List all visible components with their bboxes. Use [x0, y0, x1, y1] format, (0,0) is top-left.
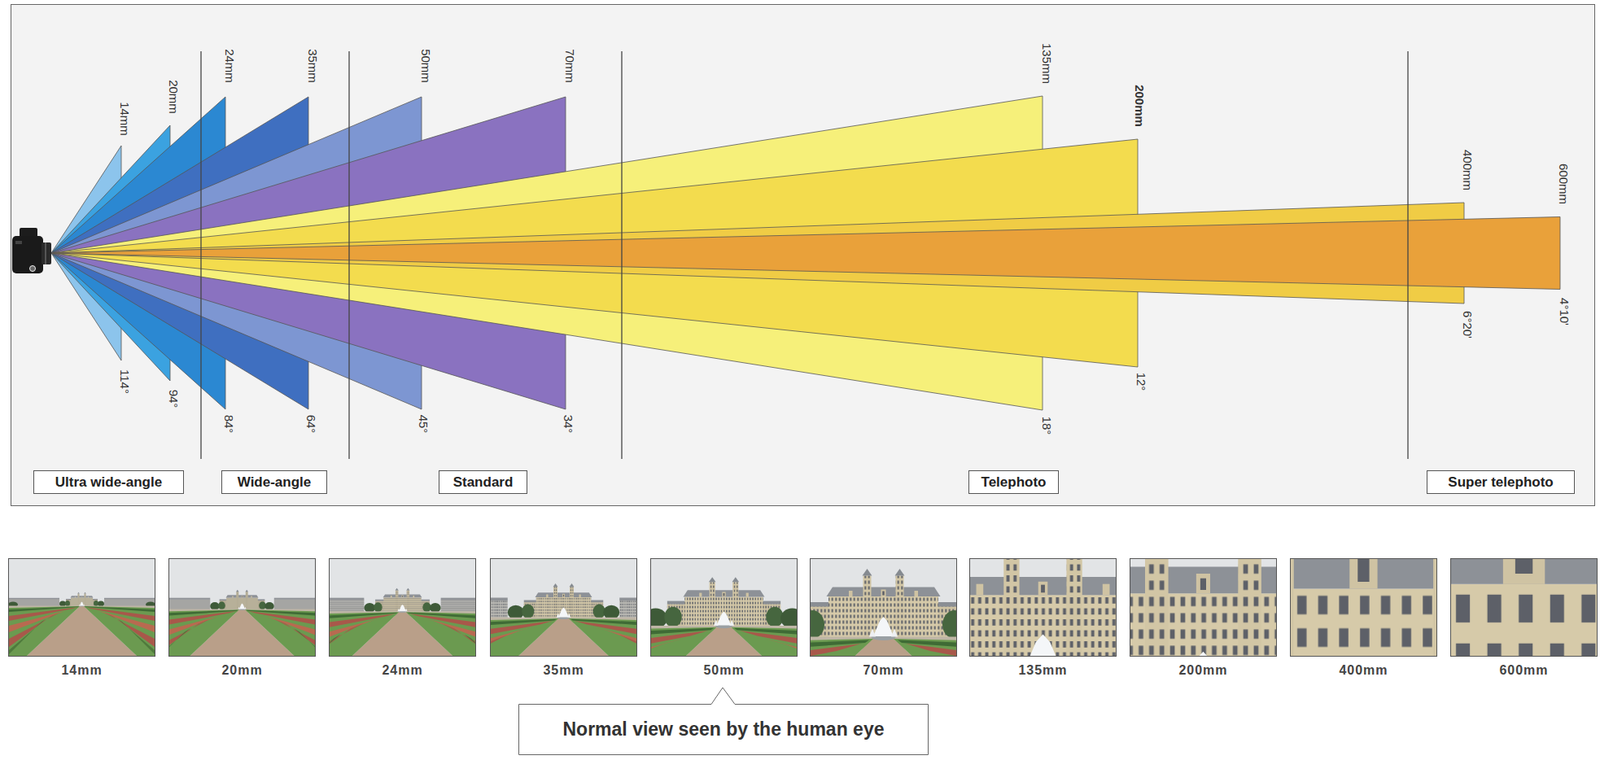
category-label: Telephoto: [981, 475, 1047, 490]
thumbnail-caption: 400mm: [1338, 664, 1388, 678]
camera-dial: [30, 266, 36, 272]
angle-label: 114°: [118, 369, 132, 394]
photo-thumbnail: [8, 559, 155, 656]
category-label: Wide-angle: [237, 475, 312, 490]
category-label: Super telephoto: [1447, 475, 1553, 490]
callout-box: Normal view seen by the human eye: [518, 703, 929, 756]
divider-line: [200, 51, 202, 460]
photo-thumbnail: [169, 559, 315, 656]
divider-line: [348, 51, 350, 460]
camera-icon: [12, 227, 52, 274]
focal-length-label: 600mm: [1557, 163, 1570, 205]
thumbnail-caption: 200mm: [1178, 664, 1228, 678]
focal-length-label: 35mm: [306, 48, 320, 84]
thumbnail-caption: 70mm: [862, 664, 904, 678]
photo-thumbnail: [1451, 559, 1597, 656]
callout-text: Normal view seen by the human eye: [563, 720, 885, 739]
focal-length-label: 14mm: [118, 101, 132, 136]
focal-length-label: 135mm: [1040, 43, 1054, 84]
camera-detail: [15, 240, 22, 245]
focal-length-label: 50mm: [419, 48, 433, 84]
angle-label: 45°: [417, 415, 430, 434]
angle-label: 84°: [222, 415, 236, 434]
camera-body: [12, 236, 44, 274]
focal-length-label: 200mm: [1133, 84, 1146, 127]
camera-lens: [41, 242, 52, 265]
photo-thumbnail: [1130, 559, 1277, 656]
thumbnail-caption: 135mm: [1018, 664, 1067, 678]
divider-line: [1407, 51, 1408, 460]
wedge-600mm: [51, 217, 1561, 290]
photo-thumbnail: [651, 559, 797, 656]
angle-label: 94°: [167, 389, 180, 409]
focal-length-label: 20mm: [167, 79, 180, 114]
category-box: Telephoto: [968, 470, 1059, 494]
angle-label: 34°: [562, 415, 575, 434]
angle-label: 18°: [1040, 416, 1054, 436]
photo-thumbnail: [329, 559, 476, 656]
category-label: Ultra wide-angle: [55, 475, 162, 490]
thumbnail-caption: 50mm: [703, 664, 744, 678]
focal-length-label: 400mm: [1461, 149, 1474, 191]
angle-label: 4°10': [1558, 297, 1571, 326]
lens-ring: [44, 242, 47, 265]
thumbnail-caption: 600mm: [1499, 664, 1548, 678]
thumbnail-caption: 35mm: [542, 664, 584, 678]
divider-line: [620, 51, 622, 460]
photo-thumbnail: [970, 559, 1116, 656]
angle-label: 6°20': [1461, 310, 1474, 339]
thumbnail-caption: 20mm: [221, 664, 263, 678]
thumbnail-caption: 14mm: [61, 664, 102, 678]
category-dividers: [201, 51, 1408, 460]
photo-thumbnail: [1290, 559, 1437, 656]
callout-shape: [519, 687, 929, 756]
category-box: Super telephoto: [1426, 470, 1575, 494]
photo-thumbnail: [490, 559, 637, 656]
category-box: Wide-angle: [221, 470, 328, 494]
photo-thumbnail: [810, 559, 957, 656]
angle-label: 12°: [1135, 372, 1148, 392]
focal-length-label: 24mm: [223, 48, 237, 84]
thumbnail-caption: 24mm: [381, 664, 423, 678]
category-box: Ultra wide-angle: [33, 470, 184, 494]
focal-length-label: 70mm: [563, 48, 577, 84]
angle-wedges: [51, 96, 1561, 411]
angle-label: 64°: [305, 415, 318, 434]
category-box: Standard: [438, 470, 528, 494]
category-label: Standard: [453, 475, 514, 490]
